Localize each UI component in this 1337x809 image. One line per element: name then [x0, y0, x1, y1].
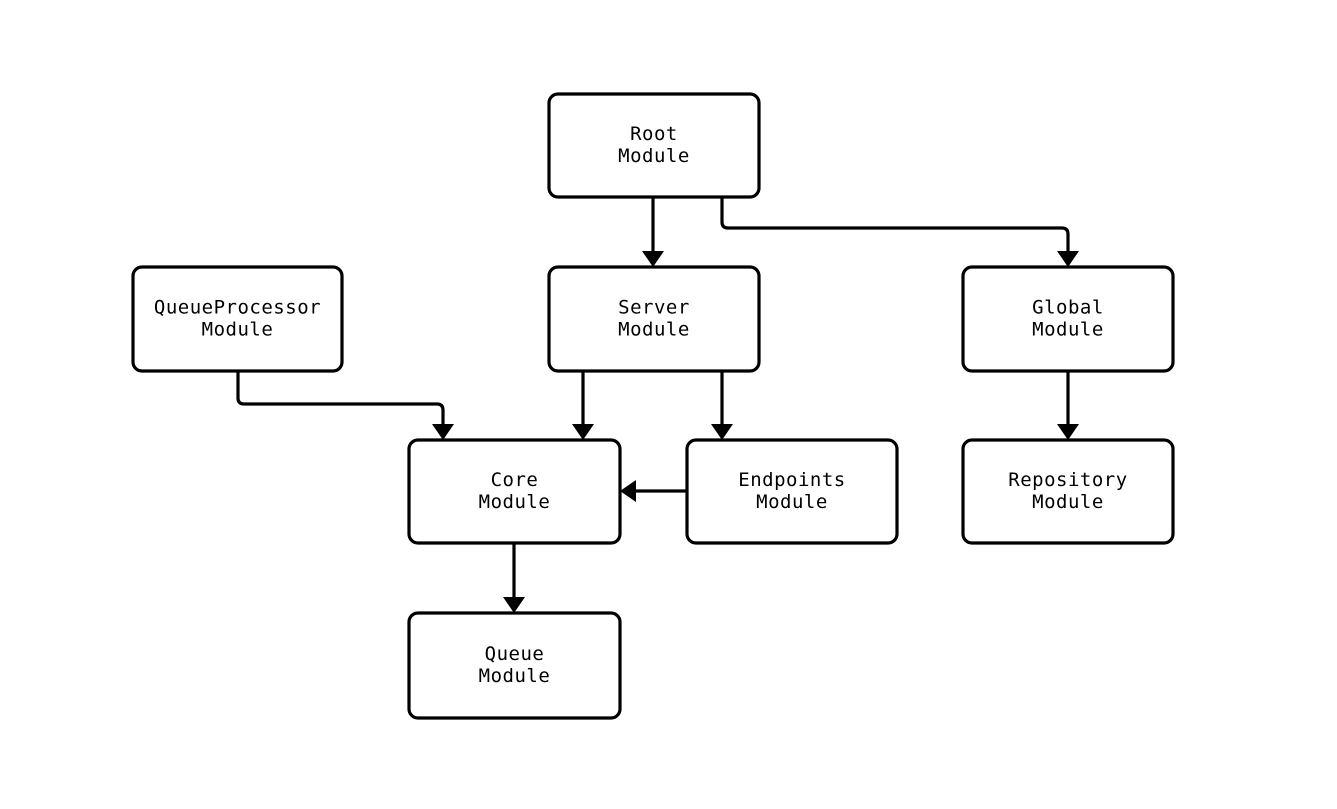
edge-line — [720, 197, 1070, 252]
arrowhead-icon — [1057, 251, 1079, 267]
node-label-primary: Repository — [1008, 469, 1127, 491]
node-label-secondary: Module — [618, 145, 690, 167]
edge-core-to-queue — [503, 543, 525, 613]
arrowhead-icon — [572, 424, 594, 440]
arrowhead-icon — [620, 480, 636, 502]
edge-root-to-server — [642, 197, 664, 267]
node-label-secondary: Module — [1032, 319, 1104, 341]
node-box[interactable] — [547, 265, 761, 373]
node-box[interactable] — [407, 611, 622, 720]
edge-server-to-endpoints — [711, 371, 733, 440]
node-label-secondary: Module — [618, 319, 690, 341]
node-label-secondary: Module — [1032, 491, 1104, 513]
edge-layer — [236, 197, 1079, 613]
node-label-primary: Server — [618, 297, 690, 319]
node-box[interactable] — [961, 265, 1175, 373]
node-label-primary: Global — [1032, 297, 1104, 319]
node-box[interactable] — [547, 92, 761, 199]
node-label-primary: Endpoints — [738, 469, 845, 491]
node-label-secondary: Module — [202, 319, 274, 341]
edge-line — [236, 371, 445, 425]
node-box[interactable] — [407, 438, 622, 545]
node-label-secondary: Module — [479, 665, 551, 687]
node-layer: RootModuleQueueProcessorModuleServerModu… — [131, 92, 1175, 720]
arrowhead-icon — [1057, 424, 1079, 440]
node-box[interactable] — [961, 438, 1175, 545]
edge-server-to-core — [572, 371, 594, 440]
arrowhead-icon — [711, 424, 733, 440]
edge-endpoints-to-core — [620, 480, 687, 502]
node-label-primary: Queue — [485, 643, 545, 665]
node-label-secondary: Module — [756, 491, 828, 513]
node-label-secondary: Module — [479, 491, 551, 513]
edge-queueprocessor-to-core — [236, 371, 454, 440]
node-label-primary: QueueProcessor — [154, 297, 321, 319]
node-box[interactable] — [685, 438, 899, 545]
arrowhead-icon — [642, 251, 664, 267]
arrowhead-icon — [503, 597, 525, 613]
arrowhead-icon — [432, 424, 454, 440]
node-box[interactable] — [131, 265, 344, 373]
node-label-primary: Core — [491, 469, 539, 491]
edge-global-to-repository — [1057, 371, 1079, 440]
node-label-primary: Root — [630, 123, 678, 145]
edge-root-to-global — [720, 197, 1079, 267]
